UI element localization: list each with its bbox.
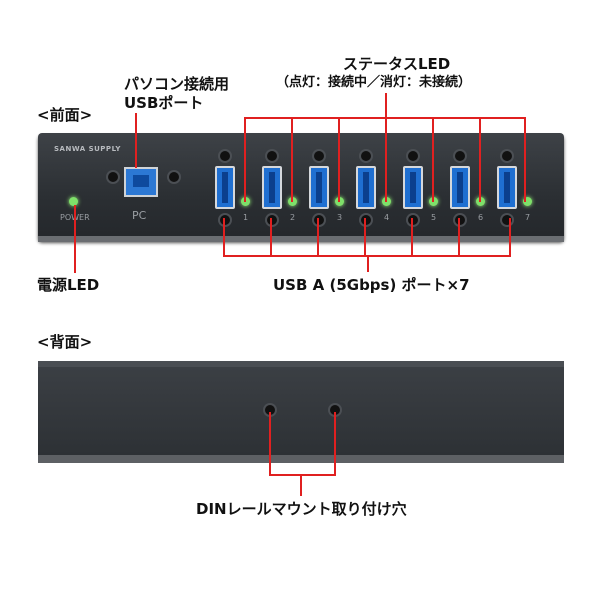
port4-bottom-hole	[361, 215, 371, 225]
port-number-5: 5	[431, 213, 437, 222]
hub-front-panel: SANWA SUPPLY POWER PC 1 2 3 4 5 6 7	[38, 133, 564, 240]
back-panel-top-rail	[38, 361, 564, 367]
din-callout-stem	[300, 474, 302, 496]
usb-ports-callout-tick-2	[270, 218, 272, 257]
usb-a-port-5[interactable]	[403, 166, 423, 209]
port-number-2: 2	[290, 213, 296, 222]
status-led-callout-tick-5	[432, 117, 434, 202]
port1-top-hole	[220, 151, 230, 161]
status-led-callout-hbar	[244, 117, 524, 119]
power-led	[69, 197, 78, 206]
port4-top-hole	[361, 151, 371, 161]
pc-port-callout-line	[135, 113, 137, 168]
status-led-callout-tick-1	[244, 117, 246, 202]
port-number-4: 4	[384, 213, 390, 222]
usb-a-port-4[interactable]	[356, 166, 376, 209]
usb-ports-callout-tick-7	[509, 218, 511, 257]
usb-ports-label: USB A (5Gbps) ポート×7	[273, 276, 470, 294]
din-mount-label: DINレールマウント取り付け穴	[196, 500, 407, 518]
din-callout-right	[334, 412, 336, 476]
brand-logo: SANWA SUPPLY	[54, 145, 122, 153]
din-mount-hole-right	[330, 405, 340, 415]
status-led-label-line1: ステータスLED	[343, 55, 451, 73]
status-led-callout-tick-2	[291, 117, 293, 202]
status-led-callout-tick-6	[479, 117, 481, 202]
status-led-callout-tick-7	[524, 117, 526, 202]
port5-top-hole	[408, 151, 418, 161]
din-mount-hole-left	[265, 405, 275, 415]
din-callout-hbar	[269, 474, 336, 476]
din-callout-left	[269, 412, 271, 476]
port-number-7: 7	[525, 213, 531, 222]
usb-ports-callout-tick-5	[411, 218, 413, 257]
hub-back-panel	[38, 361, 564, 461]
front-panel-base-lip	[38, 236, 564, 242]
power-led-callout-line	[74, 205, 76, 273]
usb-a-port-7[interactable]	[497, 166, 517, 209]
port7-top-hole	[502, 151, 512, 161]
port6-top-hole	[455, 151, 465, 161]
back-panel-base-lip	[38, 455, 564, 463]
usb-a-port-6[interactable]	[450, 166, 470, 209]
usb-a-port-2[interactable]	[262, 166, 282, 209]
usb-ports-callout-tick-3	[317, 218, 319, 257]
status-led-7	[523, 197, 532, 206]
pc-port-label-line1: パソコン接続用	[124, 75, 230, 93]
port-number-6: 6	[478, 213, 484, 222]
pc-port-label-line2: USBポート	[124, 94, 204, 112]
usb-a-port-3[interactable]	[309, 166, 329, 209]
port-number-3: 3	[337, 213, 343, 222]
screw-hole-left	[108, 172, 118, 182]
status-led-callout-tick-4	[385, 117, 387, 202]
port-number-1: 1	[243, 213, 249, 222]
port6-bottom-hole	[455, 215, 465, 225]
port3-bottom-hole	[314, 215, 324, 225]
usb-a-port-1[interactable]	[215, 166, 235, 209]
pc-usb-b-port[interactable]	[124, 167, 158, 197]
port1-bottom-hole	[220, 215, 230, 225]
power-led-label: 電源LED	[37, 276, 100, 294]
port2-top-hole	[267, 151, 277, 161]
port7-bottom-hole	[502, 215, 512, 225]
usb-ports-callout-stem	[367, 255, 369, 272]
port3-top-hole	[314, 151, 324, 161]
back-section-title: <背面>	[37, 333, 93, 351]
usb-ports-callout-tick-4	[364, 218, 366, 257]
screw-hole-right	[169, 172, 179, 182]
status-led-callout-stem	[385, 93, 387, 117]
usb-ports-callout-tick-1	[223, 218, 225, 257]
port2-bottom-hole	[267, 215, 277, 225]
status-led-label-line2: （点灯：接続中／消灯：未接続）	[276, 75, 472, 90]
front-section-title: <前面>	[37, 106, 93, 124]
status-led-callout-tick-3	[338, 117, 340, 202]
port5-bottom-hole	[408, 215, 418, 225]
pc-label: PC	[132, 209, 147, 222]
usb-ports-callout-tick-6	[458, 218, 460, 257]
